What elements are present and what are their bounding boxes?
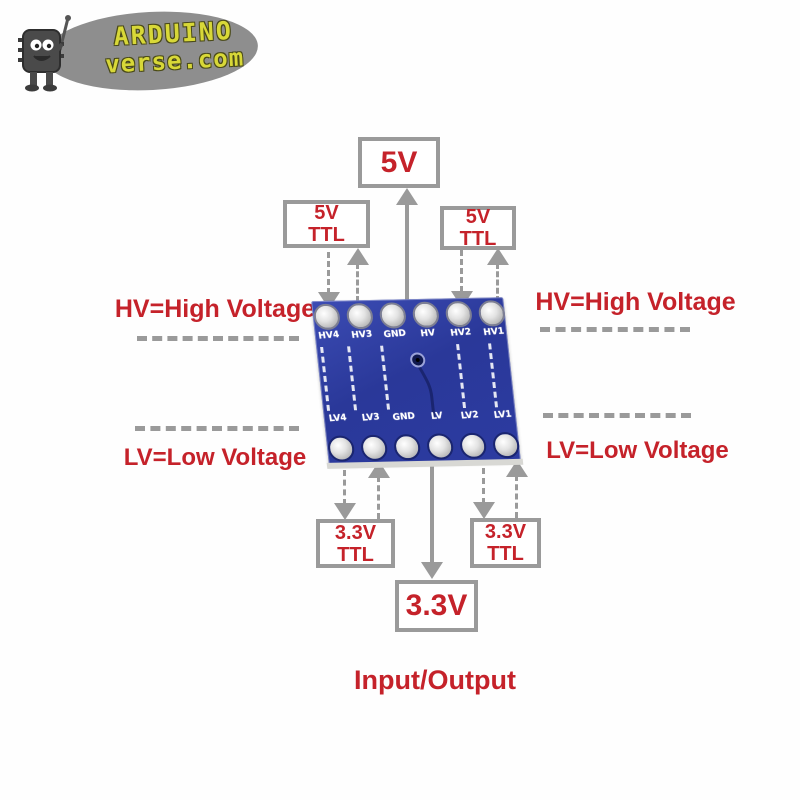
arrowhead-down-ttl33-right-icon (473, 502, 495, 519)
arrowhead-up-ttl-left-icon (347, 248, 369, 265)
box-3v3-ttl-left-line2: TTL (337, 543, 374, 566)
dashed-ttl33-left-up-line (377, 476, 380, 519)
box-5v-ttl-left-line1: 5V (314, 202, 339, 224)
arrowhead-up-5v-icon (396, 188, 418, 205)
dashed-ttl33-right-down-line (482, 468, 485, 504)
box-3v3-ttl-right-line2: TTL (487, 543, 524, 565)
dashed-ttl-left-up-line (356, 263, 359, 302)
label-lv-left: LV=Low Voltage (123, 444, 307, 471)
arrowhead-up-ttl-right-icon (487, 248, 509, 265)
box-3v3-supply-label: 3.3V (405, 589, 468, 622)
label-input-output: Input/Output (354, 665, 516, 695)
logo: ARDUINO verse.com (0, 0, 290, 110)
label-hv-left: HV=High Voltage (114, 295, 316, 323)
box-3v3-ttl-left-line1: 3.3V (334, 521, 377, 544)
box-5v-ttl-right-line2: TTL (459, 228, 497, 250)
box-5v-supply: 5V (358, 137, 440, 188)
dashed-ttl33-right-up-line (515, 475, 518, 518)
dashed-ttl-right-down-line (460, 250, 463, 292)
pcb-via-and-trace (410, 352, 436, 417)
line-lv-to-3v3 (430, 465, 434, 564)
dashed-line-lv-right (543, 413, 691, 418)
box-5v-ttl-left: 5V TTL (283, 200, 370, 248)
box-5v-ttl-left-line2: TTL (308, 224, 345, 246)
box-3v3-supply: 3.3V (395, 580, 478, 632)
box-3v3-ttl-right-line1: 3.3V (484, 521, 527, 543)
box-5v-ttl-right-line1: 5V (465, 206, 491, 228)
box-5v-supply-label: 5V (380, 145, 418, 179)
chip-robot-icon (18, 15, 71, 92)
dashed-line-hv-right (540, 327, 690, 332)
label-hv-right: HV=High Voltage (535, 288, 736, 316)
line-5v-to-hv (405, 203, 409, 302)
box-3v3-ttl-right: 3.3V TTL (470, 518, 541, 568)
dashed-ttl33-left-down-line (343, 470, 346, 505)
dashed-line-hv-left (137, 336, 299, 341)
box-3v3-ttl-left: 3.3V TTL (316, 519, 395, 568)
pcb-level-shifter-board: HV4 HV3 GND HV HV2 HV1 LV4 LV3 GND LV LV… (311, 297, 524, 469)
box-5v-ttl-right: 5V TTL (440, 206, 516, 250)
arrowhead-down-3v3-icon (421, 562, 443, 579)
dashed-ttl-right-up-line (496, 263, 499, 302)
logo-text: ARDUINO verse.com (85, 15, 264, 79)
label-lv-right: LV=Low Voltage (546, 437, 729, 464)
arrowhead-down-ttl33-left-icon (334, 503, 356, 520)
dashed-ttl-left-down-line (327, 252, 330, 294)
dashed-line-lv-left (135, 426, 299, 431)
